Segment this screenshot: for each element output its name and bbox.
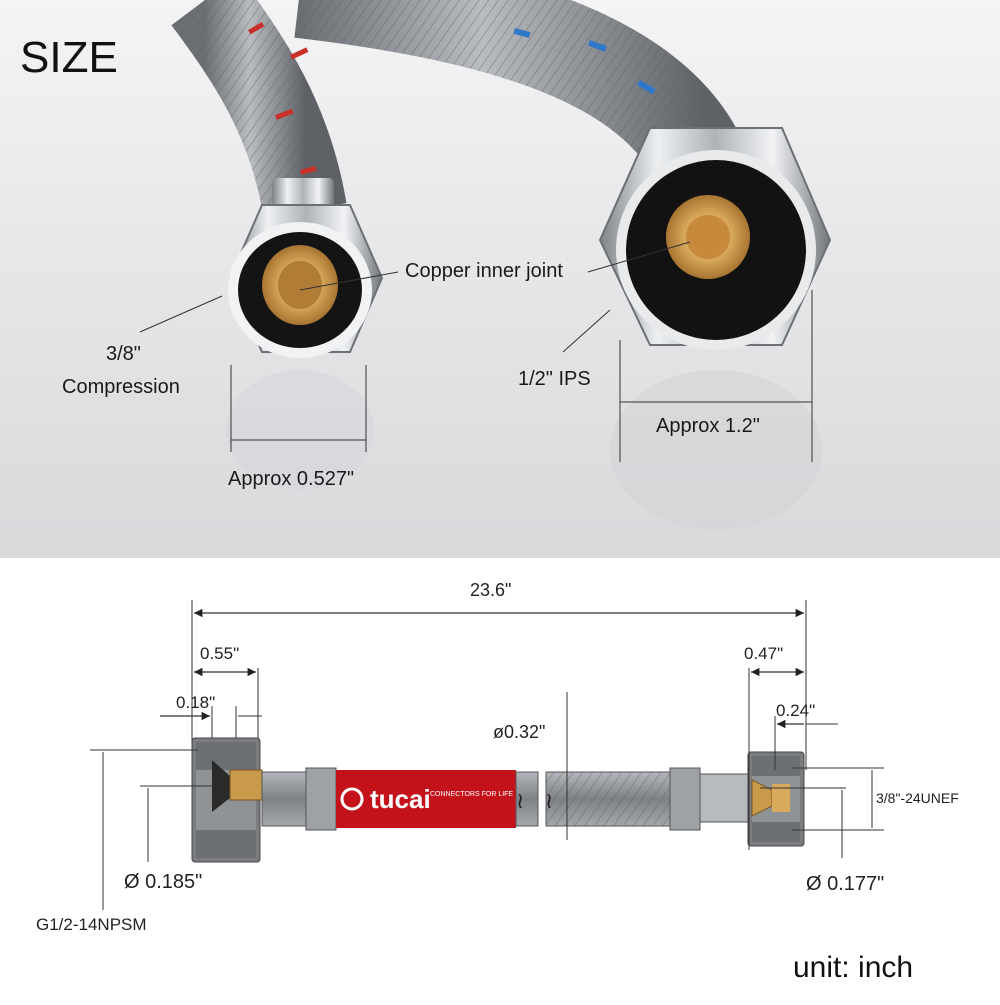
brand-label-sleeve bbox=[336, 770, 516, 828]
big-nut-reflection bbox=[610, 370, 822, 530]
photo-background bbox=[0, 0, 1000, 558]
size-title: SIZE bbox=[20, 33, 118, 82]
left-thread-length-label: 0.18" bbox=[176, 693, 215, 712]
ips-leader bbox=[562, 309, 611, 353]
compression-leader bbox=[139, 295, 223, 333]
hose-braid-left bbox=[515, 771, 539, 827]
brand-name: tucai bbox=[370, 784, 431, 814]
red-stripes bbox=[247, 22, 317, 175]
right-thread-length-label: 0.24" bbox=[776, 701, 815, 720]
compression-size-label: 3/8" bbox=[106, 343, 141, 365]
overall-length-label: 23.6" bbox=[470, 580, 511, 600]
compression-nut bbox=[228, 204, 384, 358]
unit-note: unit: inch bbox=[793, 951, 913, 984]
right-collar bbox=[669, 767, 701, 831]
break-symbol-right: ≀ bbox=[545, 788, 553, 813]
copper-inner-joint-label: Copper inner joint bbox=[405, 260, 563, 282]
compression-word-label: Compression bbox=[62, 376, 180, 398]
small-ferrule bbox=[272, 178, 334, 212]
blue-stripes bbox=[513, 28, 656, 95]
right-thread-spec-label: 3/8"-24UNEF bbox=[876, 790, 959, 806]
right-bore-label: Ø 0.177" bbox=[806, 873, 884, 895]
left-thread-spec-label: G1/2-14NPSM bbox=[36, 915, 147, 934]
hose-diameter-label: ø0.32" bbox=[493, 722, 545, 742]
copper-joint-leader-left bbox=[299, 271, 399, 291]
break-symbol-left: ≀ bbox=[516, 788, 524, 813]
approx-large-label: Approx 1.2" bbox=[656, 415, 760, 437]
left-ferrule bbox=[261, 771, 307, 827]
left-bore-label: Ø 0.185" bbox=[124, 871, 202, 893]
small-nut-reflection bbox=[226, 370, 374, 490]
right-ferrule bbox=[699, 773, 749, 823]
ips-label: 1/2" IPS bbox=[518, 368, 591, 390]
brand-tagline: CONNECTORS FOR LIFE bbox=[430, 791, 513, 798]
approx-small-label: Approx 0.527" bbox=[228, 468, 354, 490]
right-fitting bbox=[747, 751, 805, 847]
hose-braid-texture bbox=[546, 772, 670, 826]
ips-nut bbox=[598, 127, 832, 350]
right-nut-length-label: 0.47" bbox=[744, 644, 783, 663]
copper-joint-leader-right bbox=[587, 241, 691, 273]
left-nut-length-label: 0.55" bbox=[200, 644, 239, 663]
left-collar bbox=[305, 767, 337, 831]
brand-logo-icon bbox=[340, 787, 364, 811]
left-fitting bbox=[191, 737, 263, 863]
